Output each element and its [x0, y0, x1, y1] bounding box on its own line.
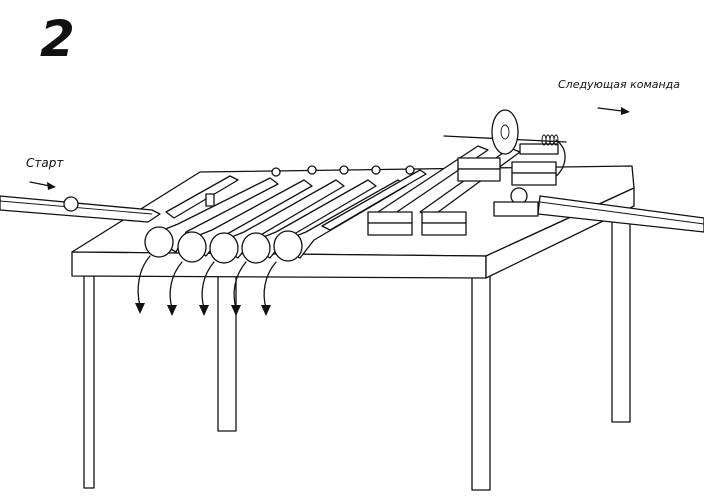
spring-coil	[541, 134, 559, 146]
next-command-arrow	[597, 107, 630, 115]
next-command-label: Следующая команда	[558, 78, 681, 91]
start-ball	[63, 196, 79, 212]
step-number: 2	[40, 10, 75, 68]
block-stacks	[367, 143, 559, 236]
pulley-mechanism	[443, 109, 567, 177]
short-rail	[321, 169, 427, 231]
falling-arrows	[135, 255, 277, 316]
start-ramp	[0, 195, 161, 223]
tube-1	[144, 167, 281, 258]
entry-guide	[165, 175, 239, 219]
exit-ramp-block	[493, 201, 539, 217]
tubes	[144, 165, 427, 264]
start-arrow	[29, 181, 56, 190]
exit-ramp	[537, 195, 704, 233]
start-label: Старт	[26, 156, 64, 170]
